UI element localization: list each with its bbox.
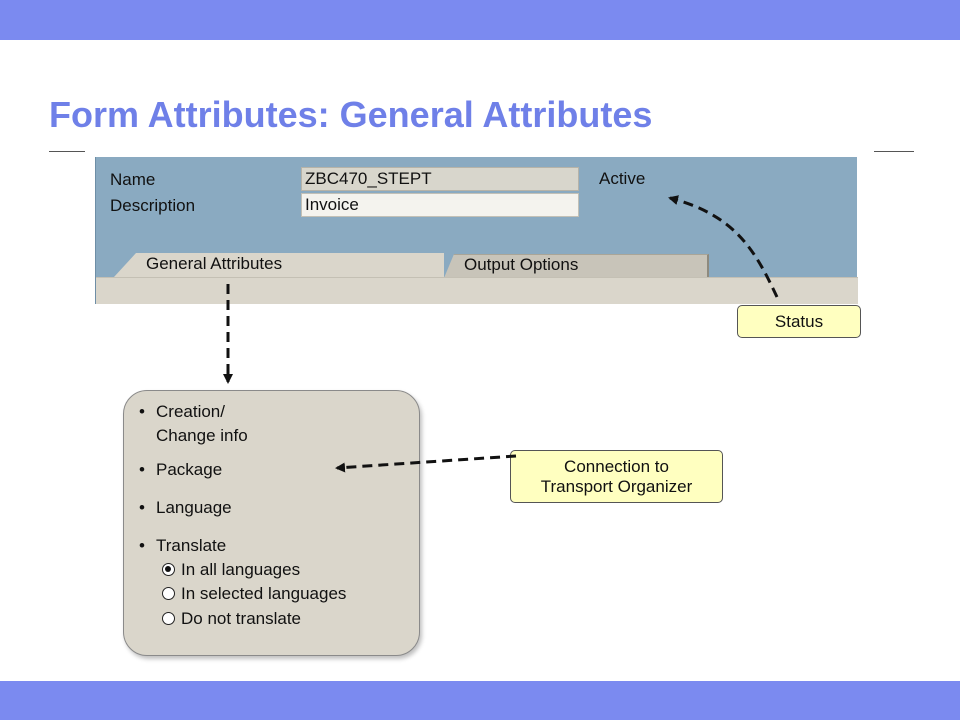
radio-unselected-icon[interactable] [162, 612, 175, 625]
tab-output-options[interactable]: Output Options [444, 254, 709, 278]
list-item-creation: • Creation/Change info [139, 400, 248, 448]
bullet-icon: • [139, 536, 145, 555]
list-item-text: Change info [156, 426, 248, 445]
list-item-package: • Package [139, 458, 222, 482]
callout-line-2: Transport Organizer [540, 477, 693, 496]
status-callout: Status [737, 305, 861, 338]
title-rule-left [49, 151, 85, 152]
radio-label: Do not translate [181, 609, 302, 628]
bullet-icon: • [139, 498, 145, 517]
bullet-icon: • [139, 460, 145, 479]
list-item-text: Translate [156, 536, 227, 555]
list-item-text: Language [156, 498, 232, 517]
sap-form-header: Name Description ZBC470_STEPT Invoice Ac… [95, 157, 858, 304]
description-label: Description [110, 196, 196, 215]
list-item-text: Package [156, 460, 223, 479]
radio-in-all-languages[interactable]: In all languages [162, 559, 300, 581]
radio-do-not-translate[interactable]: Do not translate [162, 608, 301, 630]
tab-general-attributes[interactable]: General Attributes [114, 253, 444, 277]
list-item-translate: • Translate [139, 534, 226, 558]
slide-title: Form Attributes: General Attributes [49, 94, 653, 135]
tab-content-strip [96, 277, 858, 304]
radio-label: In all languages [181, 560, 301, 579]
name-label: Name [110, 170, 156, 189]
radio-in-selected-languages[interactable]: In selected languages [162, 583, 346, 605]
radio-selected-icon[interactable] [162, 563, 175, 576]
description-field[interactable]: Invoice [301, 193, 579, 217]
callout-line-1: Connection to [564, 457, 669, 476]
status-text: Active [599, 169, 646, 188]
bullet-icon: • [139, 402, 145, 421]
general-attributes-info-box: • Creation/Change info • Package • Language… [123, 390, 420, 656]
list-item-text: Creation/ [156, 402, 225, 421]
top-banner [0, 0, 960, 40]
title-rule-right [874, 151, 914, 152]
name-field[interactable]: ZBC470_STEPT [301, 167, 579, 191]
bottom-banner [0, 681, 960, 720]
transport-organizer-callout: Connection to Transport Organizer [510, 450, 723, 503]
list-item-language: • Language [139, 496, 232, 520]
radio-label: In selected languages [181, 584, 347, 603]
radio-unselected-icon[interactable] [162, 587, 175, 600]
